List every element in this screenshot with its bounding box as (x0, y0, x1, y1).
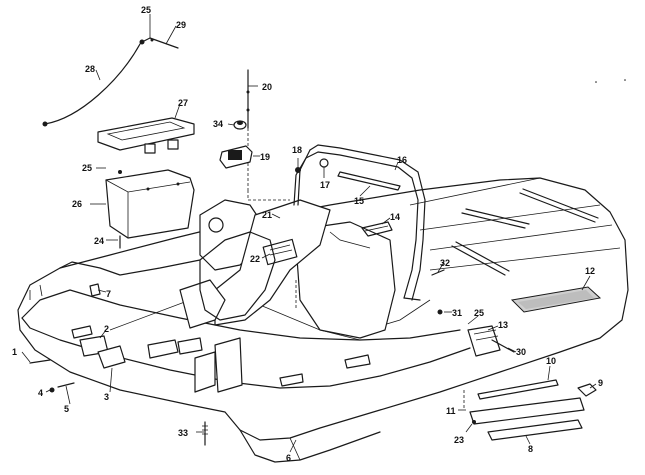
strip-10 (477, 379, 559, 400)
callout-31: 31 (452, 308, 462, 318)
decal-14 (361, 221, 393, 237)
callout-11: 11 (446, 406, 456, 416)
callout-23: 23 (454, 435, 464, 445)
strip-8 (487, 419, 583, 441)
callout-7: 7 (106, 289, 111, 299)
storage-box-26 (105, 169, 195, 239)
callout-10: 10 (546, 356, 556, 366)
callout-16: 16 (397, 155, 407, 165)
leader-lines (21, 14, 597, 453)
callout-5: 5 (64, 404, 69, 414)
cable-28 (42, 37, 179, 127)
callout-29: 29 (176, 20, 186, 30)
callout-18: 18 (292, 145, 302, 155)
callout-25-right: 25 (474, 308, 484, 318)
callout-3: 3 (104, 392, 109, 402)
callout-labels: 25 29 28 27 20 34 19 18 17 16 15 14 25 2… (12, 5, 603, 463)
callout-20: 20 (262, 82, 272, 92)
callout-8: 8 (528, 444, 533, 454)
callout-6: 6 (286, 453, 291, 463)
callout-12: 12 (585, 266, 595, 276)
callout-2: 2 (104, 324, 109, 334)
callout-25-box: 25 (82, 163, 92, 173)
callout-34: 34 (213, 119, 223, 129)
callout-19: 19 (260, 152, 270, 162)
washer-17 (319, 158, 329, 168)
callout-26: 26 (72, 199, 82, 209)
nut-18 (295, 167, 301, 173)
decal-15 (337, 171, 401, 191)
callout-25-top: 25 (141, 5, 151, 15)
callout-1: 1 (12, 347, 17, 357)
callout-14: 14 (390, 212, 400, 222)
callout-27: 27 (178, 98, 188, 108)
callout-24: 24 (94, 236, 104, 246)
callout-21: 21 (262, 210, 272, 220)
callout-22: 22 (250, 254, 260, 264)
callout-30: 30 (516, 347, 526, 357)
lid-27 (97, 117, 195, 154)
nut-4 (49, 387, 55, 393)
switch-bracket-19 (219, 145, 253, 169)
bolt-20 (246, 69, 250, 190)
bolt-32 (431, 269, 445, 276)
grommet-34 (233, 120, 247, 130)
callout-28: 28 (85, 64, 95, 74)
callout-15: 15 (354, 196, 364, 206)
washer-31 (437, 309, 443, 315)
callout-9: 9 (598, 378, 603, 388)
callout-17: 17 (320, 180, 330, 190)
callout-32: 32 (440, 258, 450, 268)
belly-pan (17, 177, 629, 463)
part-30 (491, 339, 515, 353)
callout-33: 33 (178, 428, 188, 438)
bracket-3 (97, 345, 126, 369)
bolt-1 (29, 359, 51, 364)
rivet-23 (472, 420, 476, 424)
clip-7 (89, 283, 101, 297)
callout-13: 13 (498, 320, 508, 330)
callout-4: 4 (38, 388, 43, 398)
bolt-5 (57, 382, 75, 388)
